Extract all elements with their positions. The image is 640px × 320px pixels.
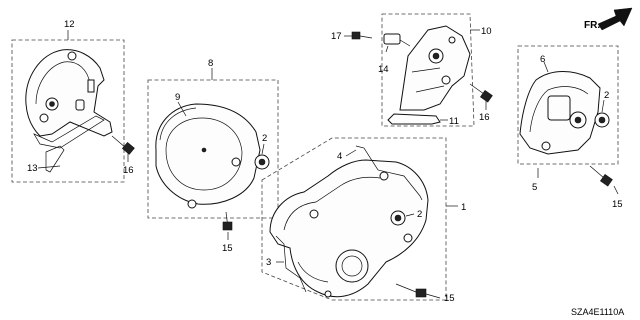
callout-1: 1 [461,202,466,213]
upper-cover-6 [519,71,601,155]
seal-3 [275,235,307,293]
gasket-2-right [594,112,610,128]
group-12-boundary [11,39,125,183]
callout-9: 9 [175,92,180,103]
front-cover-main [269,159,429,298]
sensor-14 [383,33,411,47]
bolt-15-right [589,165,613,187]
callout-10: 10 [481,26,492,37]
callout-15-middle: 15 [222,243,233,254]
callout-2-middle: 2 [262,133,267,144]
diagram-code: SZA4E1110A [571,307,624,317]
front-direction-arrow: FR. [584,7,633,31]
bolt-17 [351,31,373,40]
callout-6: 6 [540,54,545,65]
callout-4: 4 [337,151,342,162]
seal-4 [355,145,423,201]
callout-5: 5 [532,182,537,193]
sensor-bracket-part [399,25,471,111]
callout-11: 11 [449,116,459,127]
callout-15-front: 15 [444,293,455,304]
callout-13: 13 [27,163,38,174]
callout-17: 17 [331,31,342,42]
callout-3: 3 [266,257,271,268]
callout-2-front: 2 [417,209,422,220]
callout-12: 12 [64,19,75,30]
callout-16-right: 16 [479,112,490,123]
group-6-boundary [517,45,619,165]
callout-14: 14 [378,64,389,75]
callout-16-left: 16 [123,165,134,176]
group-10-boundary [381,13,475,127]
bolt-16-left [111,135,135,155]
group-1-boundary [261,137,447,301]
callout-2-right: 2 [604,90,609,101]
bolt-16-right [469,83,493,103]
middle-cover-9 [155,103,261,209]
seal-strip-11 [387,113,441,125]
callout-8: 8 [208,58,213,69]
bolt-15-front [395,283,427,298]
direction-label: FR. [584,20,600,31]
rear-cover-upper-part [25,49,113,137]
gasket-2-front [390,210,406,226]
callout-15-right: 15 [612,199,623,210]
bolt-15-middle [222,211,233,231]
gasket-2-middle [254,154,270,170]
